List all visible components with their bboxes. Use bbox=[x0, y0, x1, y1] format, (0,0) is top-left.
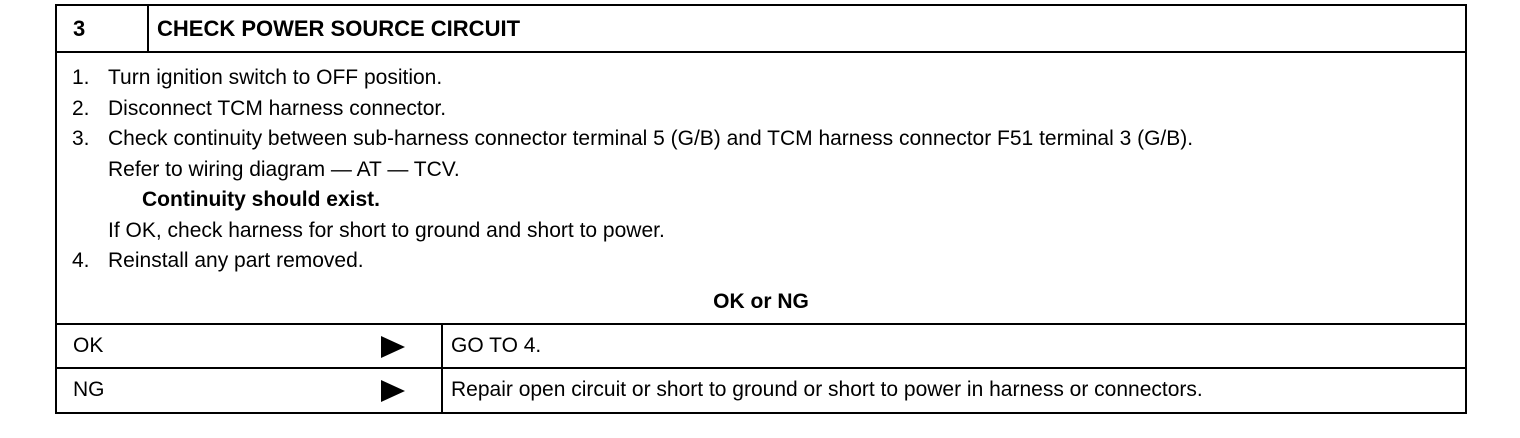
instruction-step-4: 4. Reinstall any part removed. bbox=[72, 246, 1193, 277]
step-header: 3 CHECK POWER SOURCE CIRCUIT bbox=[57, 6, 1465, 53]
step-3-followup: If OK, check harness for short to ground… bbox=[108, 218, 665, 242]
result-ng-action: Repair open circuit or short to ground o… bbox=[441, 369, 1203, 413]
step-2-number: 2. bbox=[72, 96, 90, 120]
step-3-text: Check continuity between sub-harness con… bbox=[108, 127, 1194, 150]
step-3-expected-result: Continuity should exist. bbox=[142, 188, 381, 211]
result-ok-action: GO TO 4. bbox=[441, 325, 541, 367]
step-number: 3 bbox=[57, 6, 149, 51]
step-title: CHECK POWER SOURCE CIRCUIT bbox=[157, 16, 521, 41]
instructions-section: 1.Turn ignition switch to OFF position. … bbox=[57, 53, 1465, 325]
step-1-text: Turn ignition switch to OFF position. bbox=[108, 66, 443, 89]
result-prompt: OK or NG bbox=[713, 290, 809, 313]
result-row-ok: OK GO TO 4. bbox=[57, 325, 1465, 369]
instruction-step-3: 3. Check continuity between sub-harness c… bbox=[72, 124, 1193, 155]
instruction-step-2: 2. Disconnect TCM harness connector. bbox=[72, 94, 1193, 125]
step-3-reference: Refer to wiring diagram — AT — TCV. bbox=[108, 157, 460, 181]
step-4-text: Reinstall any part removed. bbox=[108, 249, 364, 272]
result-ok-label: OK bbox=[73, 334, 104, 357]
instruction-list: 1.Turn ignition switch to OFF position. … bbox=[72, 63, 1193, 277]
procedure-table: 3 CHECK POWER SOURCE CIRCUIT 1. Turn igni… bbox=[55, 4, 1467, 414]
result-ng-label: NG bbox=[73, 378, 105, 401]
right-triangle-arrow-icon bbox=[381, 336, 405, 358]
instruction-step-1: 1. Turn ignition switch to OFF position. bbox=[72, 63, 1193, 94]
step-2-text: Disconnect TCM harness connector. bbox=[108, 96, 447, 120]
step-3-number: 3. bbox=[72, 127, 90, 150]
right-triangle-arrow-icon bbox=[381, 380, 405, 402]
step-1-number: 1. bbox=[72, 66, 90, 89]
step-4-number: 4. bbox=[72, 249, 90, 272]
result-row-ng: NG Repair open circuit or short to groun… bbox=[57, 369, 1465, 413]
